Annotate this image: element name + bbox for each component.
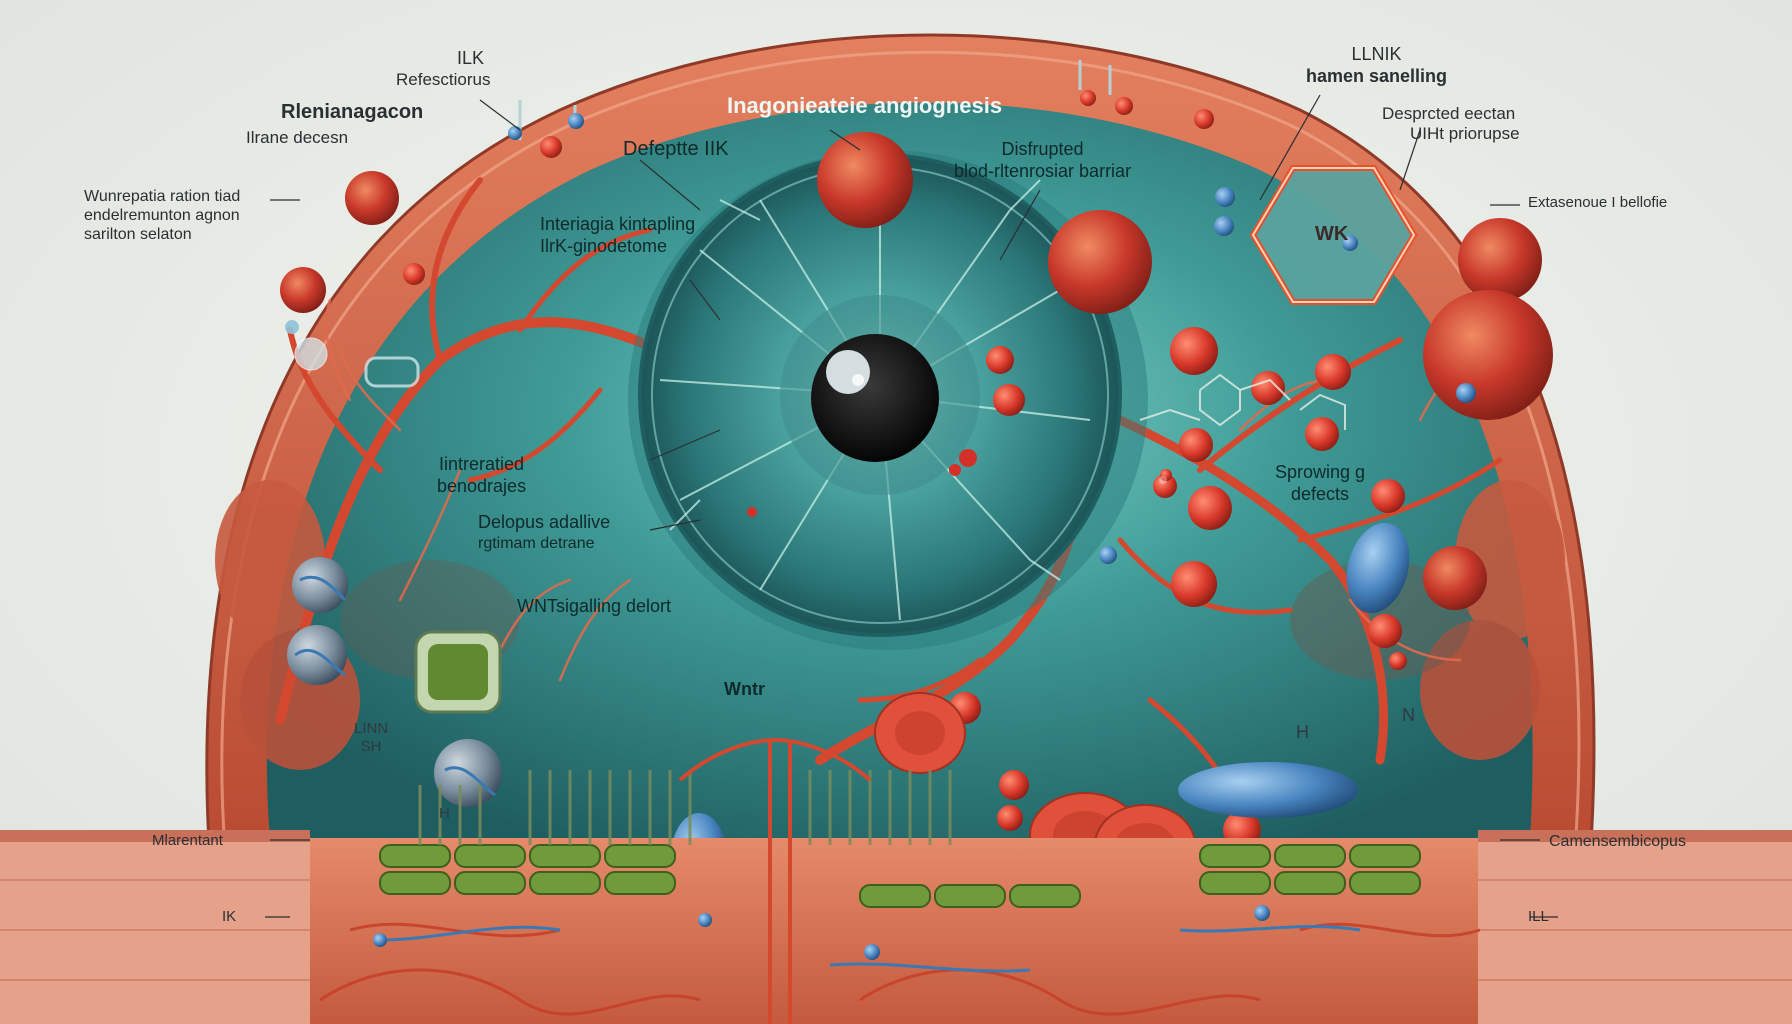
page-title: Inagonieateie angiognesis bbox=[727, 93, 1003, 118]
label-mlarentant: Mlarentant bbox=[152, 832, 223, 849]
label-wntr: Wntr bbox=[724, 679, 765, 699]
hexagon-badge-icon bbox=[1249, 165, 1418, 305]
label-camensembicopus: Camensembicopus bbox=[1549, 833, 1686, 850]
label-ilrane-decesn: Ilrane decesn bbox=[246, 128, 349, 147]
label-ilk-top: ILK bbox=[457, 48, 485, 68]
wk-badge-label: WK bbox=[1315, 223, 1349, 245]
label-ik-bottom-left: IK bbox=[222, 908, 237, 925]
green-cell-row-left bbox=[379, 844, 676, 895]
bubbles bbox=[285, 320, 420, 388]
label-ill-bottom-right: ILL bbox=[1528, 908, 1549, 925]
label-extasenoue: Extasenoue I bellofie bbox=[1528, 194, 1668, 211]
label-refesctiorus: Refesctiorus bbox=[396, 70, 491, 89]
label-inset-right-h: H bbox=[1296, 722, 1309, 742]
label-wunrepatia: Wunrepatia ration tiad endelremunton agn… bbox=[84, 188, 241, 244]
label-delopus: Delopus adallive rgtimam detrane bbox=[478, 512, 611, 552]
red-cells bbox=[280, 132, 1553, 610]
label-sprowing: Sprowing g defects bbox=[1275, 462, 1366, 504]
label-inset-left: LINN SH bbox=[354, 720, 389, 755]
photoreceptor-rods bbox=[418, 770, 952, 845]
label-disfrupted: Disfrupted blod-rltenrosiar barriar bbox=[954, 139, 1132, 181]
base-tissue bbox=[296, 838, 1496, 1024]
small-red-balls bbox=[403, 90, 1407, 849]
label-small-h: H bbox=[439, 805, 450, 822]
molecule-structure-icon bbox=[1139, 373, 1346, 430]
label-interiagia: Interiagia kintapling IlrK-ginodetome bbox=[540, 214, 696, 256]
leader-lines bbox=[265, 94, 1558, 918]
label-desprcted: Desprcted eectan UIHt priorupse bbox=[1382, 104, 1520, 144]
green-cell-row-right bbox=[859, 844, 1421, 908]
label-link: LLNIK hamen sanelling bbox=[1306, 44, 1448, 86]
label-lintreratied: Iintreratied benodrajes bbox=[437, 454, 527, 496]
label-inset-right-n: N bbox=[1402, 705, 1415, 725]
label-rlenianagacon: Rlenianagacon bbox=[281, 101, 424, 123]
grey-cells bbox=[287, 557, 502, 807]
label-wnt-signaling: WNTsigalling delort bbox=[517, 596, 672, 616]
green-inset-cell bbox=[414, 630, 502, 714]
label-defeptte: Defeptte IIK bbox=[623, 138, 729, 160]
